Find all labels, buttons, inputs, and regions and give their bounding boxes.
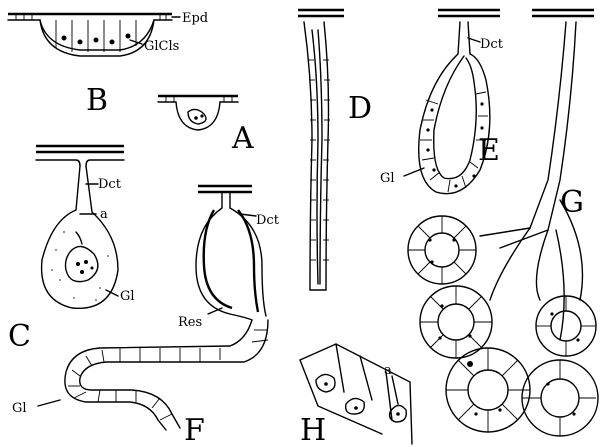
- label-glcls: GlCls: [144, 39, 179, 54]
- panel-c-drawing: [36, 146, 124, 308]
- panel-g-drawing: [408, 10, 598, 436]
- label-dct-f: Dct: [256, 213, 280, 228]
- letter-e: E: [478, 133, 500, 168]
- letter-a: A: [231, 121, 254, 156]
- letter-g: G: [560, 185, 584, 220]
- panel-d-drawing: [298, 10, 344, 290]
- letter-b: B: [86, 83, 108, 118]
- label-a-h: a: [384, 363, 392, 378]
- label-dct-e: Dct: [480, 37, 504, 52]
- letter-d: D: [348, 91, 372, 126]
- label-a-c: a: [100, 207, 108, 222]
- label-gl-f: Gl: [12, 401, 27, 416]
- letter-c: C: [8, 319, 31, 354]
- label-gl-c: Gl: [120, 289, 135, 304]
- label-epd: Epd: [182, 11, 208, 26]
- panel-a-drawing: [158, 96, 238, 130]
- letter-f: F: [184, 413, 205, 447]
- label-dct-c: Dct: [98, 177, 122, 192]
- letter-h: H: [300, 413, 326, 447]
- label-res: Res: [178, 315, 202, 330]
- label-gl-e: Gl: [380, 171, 395, 186]
